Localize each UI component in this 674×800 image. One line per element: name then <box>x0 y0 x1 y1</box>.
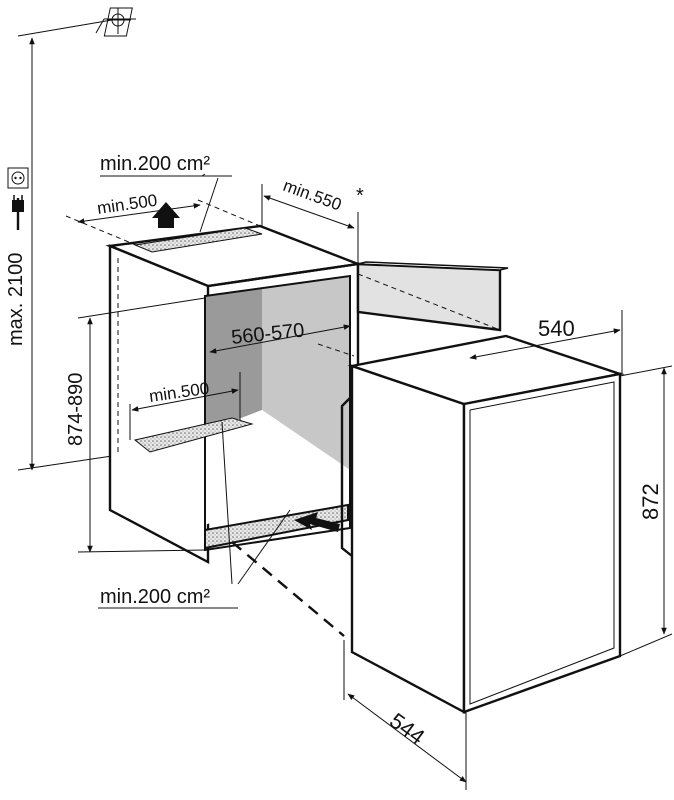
door-clearance-dimension <box>261 184 359 264</box>
door-dash-extension <box>317 343 355 357</box>
niche-width-dimension <box>209 324 351 354</box>
appliance-width-label: 540 <box>538 316 575 341</box>
door-clearance-label: min.550 <box>281 176 344 215</box>
appliance-height-dimension <box>619 365 673 657</box>
inner-depth-dimension <box>129 372 241 440</box>
power-plug-icon <box>12 195 24 230</box>
max-height-dimension <box>17 37 113 471</box>
bottom-vent-leader-b <box>237 509 291 585</box>
appliance-depth-label: 544 <box>385 708 429 750</box>
power-socket-icon <box>7 167 29 189</box>
door-clearance-note: * <box>356 185 364 207</box>
bottom-vent-area-label: min.200 cm² <box>100 586 210 608</box>
appliance-depth-dimension <box>343 640 467 790</box>
top-vent-leader <box>199 177 219 233</box>
appliance-width-dimension <box>469 310 623 374</box>
appliance-height-label: 872 <box>638 483 663 520</box>
ceiling-outlet-icon <box>17 7 136 37</box>
open-door <box>356 261 509 332</box>
bottom-vent-leader-a <box>221 421 233 585</box>
depth-guide-dashed <box>231 541 345 637</box>
niche-height-label: 874-890 <box>65 373 87 446</box>
top-depth-dimension <box>65 199 261 246</box>
top-depth-label: min.500 <box>96 191 159 218</box>
appliance <box>340 334 625 715</box>
top-vent-area-label: min.200 cm² <box>100 153 210 175</box>
cabinet-niche <box>105 224 363 564</box>
niche-height-dimension <box>77 297 206 553</box>
max-height-label: max. 2100 <box>5 253 27 346</box>
vent-in-arrow <box>294 512 340 532</box>
